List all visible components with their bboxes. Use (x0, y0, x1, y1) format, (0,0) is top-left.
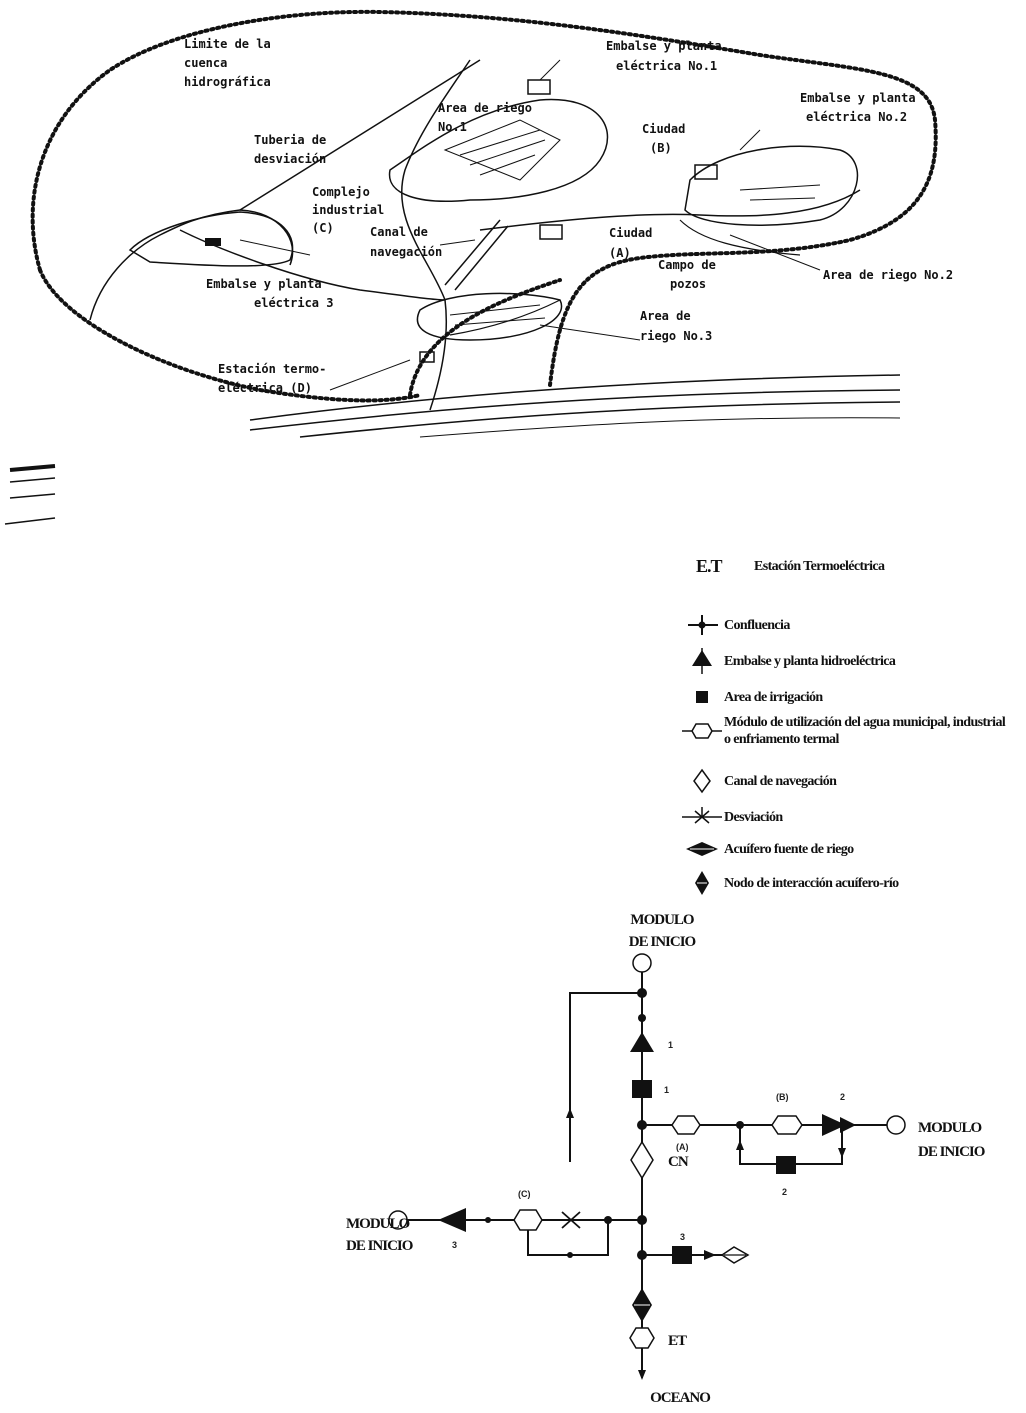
label-wells: Campo depozos (658, 258, 716, 291)
label-thermal: Estación termo-eléctrica (D) (218, 362, 326, 395)
start-module-top (633, 954, 651, 972)
legend-item-aquifer: Acuífero fuente de riego (680, 836, 854, 862)
confluence-node (637, 988, 647, 998)
legend-item-irrigation: Area de irrigación (680, 684, 823, 710)
legend-item-reservoir: Embalse y planta hidroeléctrica (680, 648, 895, 674)
label-nav-canal: Canal denavegación (370, 225, 442, 259)
label-ocean: OCEANO (650, 1390, 710, 1406)
legend-item-diversion: Desviación (680, 804, 783, 830)
label-irrigation-3: Area deriego No.3 (640, 309, 712, 343)
reservoir-node-1 (630, 1032, 654, 1052)
label-reservoir-2: Embalse y plantaeléctrica No.2 (800, 91, 916, 124)
label-start-top: MODULODE INICIO (629, 912, 696, 950)
svg-text:1: 1 (668, 1040, 673, 1050)
irrigation-node-3 (672, 1246, 692, 1264)
svg-text:3: 3 (452, 1240, 457, 1250)
svg-text:3: 3 (680, 1232, 685, 1242)
legend-et-abbrev: E.T (680, 556, 754, 577)
reservoir-node-3 (438, 1208, 466, 1232)
label-cn: CN (668, 1154, 689, 1170)
irrigation-node-1 (632, 1080, 652, 1098)
canal-icon (684, 768, 720, 794)
diversion-icon (682, 805, 722, 829)
legend: E.T Estación Termoeléctrica Confluencia … (680, 550, 1026, 910)
network-diagram: MODULODE INICIO MODULODE INICIO MODULODE… (0, 900, 1026, 1408)
label-city-b: Ciudad(B) (642, 122, 685, 155)
label-city-a: Ciudad(A) (609, 226, 652, 260)
interaction-node-icon (684, 869, 720, 897)
label-reservoir-3: Embalse y plantaeléctrica 3 (206, 277, 333, 310)
start-module-right (887, 1116, 905, 1134)
svg-text:(A): (A) (676, 1142, 689, 1152)
svg-text:1: 1 (664, 1085, 669, 1095)
module-node-a (672, 1116, 700, 1134)
confluence-icon (684, 613, 720, 637)
label-start-left: MODULODE INICIO (346, 1216, 413, 1254)
legend-item-interaction-node: Nodo de interacción acuífero-río (680, 870, 899, 896)
module-node-c (514, 1210, 542, 1230)
basin-map: Limite de lacuencahidrográfica Embalse y… (0, 0, 1026, 440)
irrigation-node-2 (776, 1156, 796, 1174)
legend-et-label: Estación Termoeléctrica (754, 558, 884, 575)
label-diversion-pipe: Tuberia dedesviación (254, 133, 326, 166)
reservoir-icon (684, 648, 720, 674)
thermal-module-node (630, 1328, 654, 1348)
module-icon (682, 719, 722, 743)
svg-text:2: 2 (782, 1187, 787, 1197)
label-start-right: MODULODE INICIO (918, 1120, 985, 1160)
legend-item-module: Módulo de utilización del agua municipal… (680, 714, 1014, 748)
irrigation-icon (684, 685, 720, 709)
canal-node (631, 1142, 653, 1178)
label-et: ET (668, 1333, 687, 1349)
basin-boundary-inner (410, 280, 560, 395)
label-reservoir-1: Embalse y plantaeléctrica No.1 (606, 39, 722, 73)
legend-item-confluence: Confluencia (680, 612, 790, 638)
aquifer-icon (682, 837, 722, 861)
line-fragments (0, 462, 60, 532)
svg-text:(B): (B) (776, 1092, 789, 1102)
label-basin-limit: Limite de lacuencahidrográfica (184, 37, 271, 89)
legend-et-row: E.T Estación Termoeléctrica (680, 556, 884, 577)
label-irrigation-1: Area de riegoNo.1 (438, 101, 532, 134)
label-irrigation-2: Area de riego No.2 (823, 268, 953, 282)
svg-text:2: 2 (840, 1092, 845, 1102)
legend-item-canal: Canal de navegación (680, 768, 836, 794)
svg-text:(C): (C) (518, 1189, 531, 1199)
module-node-b (772, 1116, 802, 1134)
